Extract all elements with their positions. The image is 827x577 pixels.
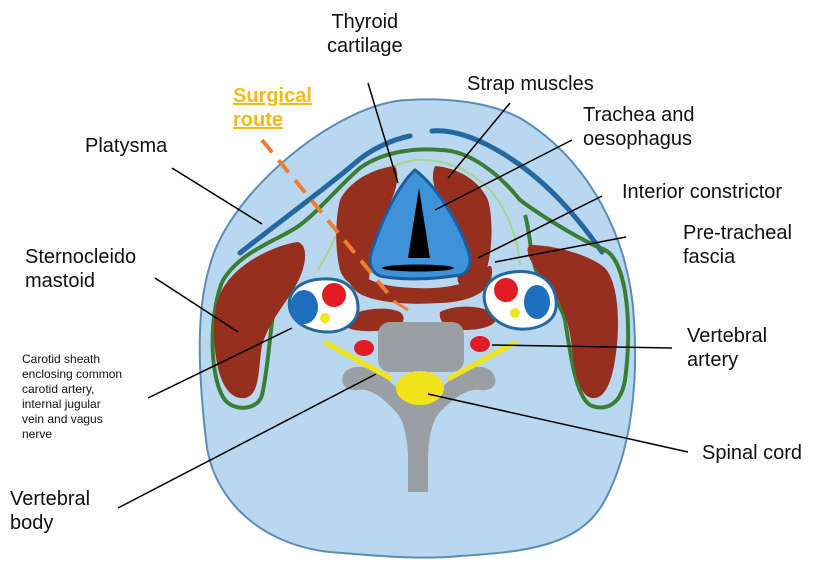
label-platysma: Platysma <box>85 134 167 158</box>
label-trachea-oesophagus: Trachea and oesophagus <box>583 103 695 151</box>
vertebral-body <box>378 322 464 372</box>
internal-jugular-vein-right <box>524 285 550 319</box>
vertebral-artery-right <box>470 336 490 352</box>
label-pre-tracheal-fascia: Pre-tracheal fascia <box>683 221 792 269</box>
common-carotid-artery-right <box>494 278 518 302</box>
label-carotid-sheath: Carotid sheath enclosing common carotid … <box>22 352 122 442</box>
label-vertebral-artery: Vertebral artery <box>687 324 767 372</box>
label-strap-muscles: Strap muscles <box>467 72 594 96</box>
label-sternocleido-mastoid: Sternocleido mastoid <box>25 245 136 293</box>
label-spinal-cord: Spinal cord <box>702 441 802 465</box>
vertebral-artery-left <box>354 340 374 356</box>
oesophagus-lumen <box>382 265 454 272</box>
vagus-nerve-right <box>510 308 520 318</box>
label-surgical-route: Surgical route <box>233 84 312 132</box>
label-interior-constrictor: Interior constrictor <box>622 180 782 204</box>
internal-jugular-vein-left <box>290 290 318 324</box>
spinal-cord-shape <box>396 371 444 405</box>
label-vertebral-body: Vertebral body <box>10 487 90 535</box>
common-carotid-artery-left <box>322 283 346 307</box>
label-thyroid-cartilage: Thyroid cartilage <box>327 10 403 58</box>
vagus-nerve-left <box>320 313 330 323</box>
